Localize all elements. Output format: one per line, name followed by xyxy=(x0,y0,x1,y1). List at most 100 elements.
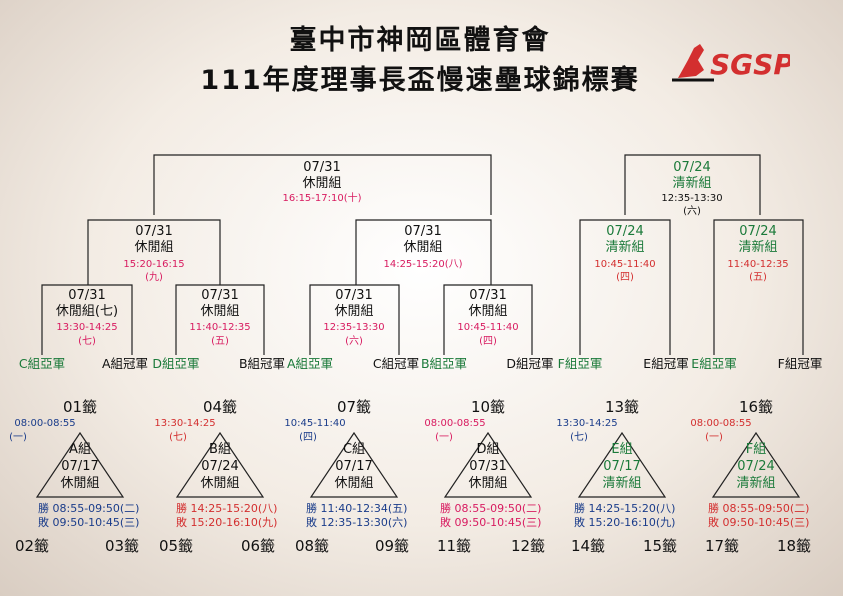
qf4-box xyxy=(443,284,533,355)
group-time: 13:30-14:25 xyxy=(556,418,618,429)
sgsp-logo: SGSP xyxy=(672,44,790,82)
triangle-c xyxy=(309,431,399,498)
final-right-group: 清新組 xyxy=(672,176,712,191)
semi3-group: 清新組 xyxy=(605,240,645,255)
lot-right: 12籤 xyxy=(510,537,546,555)
semi1-day: (九) xyxy=(145,272,163,283)
semi4-group: 清新組 xyxy=(738,240,778,255)
lot-left: 02籤 xyxy=(14,537,50,555)
semi4-box xyxy=(713,219,804,355)
group-division: 休閒組 xyxy=(200,476,240,491)
group-win: 勝 08:55-09:50(二) xyxy=(440,502,542,515)
qf1-date: 07/31 xyxy=(68,288,106,303)
semi4-time: 11:40-12:35 xyxy=(727,259,789,270)
lot-left: 05籤 xyxy=(158,537,194,555)
title-line1: 臺中市神岡區體育會 xyxy=(289,25,551,56)
group-day: (四) xyxy=(299,432,317,443)
final-left-box xyxy=(153,154,492,215)
qf3-date: 07/31 xyxy=(335,288,373,303)
qf2-time: 11:40-12:35 xyxy=(189,322,251,333)
group-division: 清新組 xyxy=(736,476,776,491)
title-line2: 111年度理事長盃慢速壘球錦標賽 xyxy=(200,65,640,96)
group-name: E組 xyxy=(611,442,633,457)
group-date: 07/24 xyxy=(737,459,775,474)
final-left-date: 07/31 xyxy=(303,160,341,175)
seed-label: E組亞軍 xyxy=(691,356,737,371)
semi4-date: 07/24 xyxy=(739,224,777,239)
seed-label: B組亞軍 xyxy=(420,356,468,371)
final-right-time: 12:35-13:30 xyxy=(661,193,723,204)
semi2-group: 休閒組 xyxy=(403,240,443,255)
triangle-a xyxy=(35,431,125,498)
group-date: 07/17 xyxy=(335,459,373,474)
semi2-date: 07/31 xyxy=(404,224,442,239)
qf1-group: 休閒組(七) xyxy=(55,304,119,319)
semi3-date: 07/24 xyxy=(606,224,644,239)
lot-left: 17籤 xyxy=(704,537,740,555)
lot-right: 18籤 xyxy=(776,537,812,555)
lot-top: 07籤 xyxy=(336,398,372,416)
lot-right: 06籤 xyxy=(240,537,276,555)
lot-right: 09籤 xyxy=(374,537,410,555)
qf1-day: (七) xyxy=(78,336,96,347)
semi1-box xyxy=(87,219,221,285)
group-date: 07/24 xyxy=(201,459,239,474)
group-time: 08:00-08:55 xyxy=(14,418,76,429)
lot-right: 15籤 xyxy=(642,537,678,555)
semi3-day: (四) xyxy=(616,272,634,283)
group-name: A組 xyxy=(69,442,91,457)
group-lose: 敗 15:20-16:10(九) xyxy=(574,516,676,529)
group-lose: 敗 09:50-10:45(三) xyxy=(440,516,542,529)
semi4-day: (五) xyxy=(749,272,767,283)
group-time: 08:00-08:55 xyxy=(424,418,486,429)
qf4-group: 休閒組 xyxy=(468,304,508,319)
semi1-date: 07/31 xyxy=(135,224,173,239)
seed-label: D組亞軍 xyxy=(152,356,200,371)
lot-right: 03籤 xyxy=(104,537,140,555)
semi3-box xyxy=(579,219,671,355)
qf3-group: 休閒組 xyxy=(334,304,374,319)
qf4-time: 10:45-11:40 xyxy=(457,322,519,333)
qf2-date: 07/31 xyxy=(201,288,239,303)
semi2-box xyxy=(355,219,492,285)
triangle-e xyxy=(577,431,667,498)
seed-label: E組冠軍 xyxy=(643,356,689,371)
lot-left: 08籤 xyxy=(294,537,330,555)
triangle-d xyxy=(443,431,533,498)
lot-left: 11籤 xyxy=(436,537,472,555)
logo-text: SGSP xyxy=(710,48,790,81)
group-name: C組 xyxy=(342,442,366,457)
lot-left: 14籤 xyxy=(570,537,606,555)
group-lose: 敗 09:50-10:45(三) xyxy=(708,516,810,529)
qf4-day: (四) xyxy=(479,336,497,347)
group-win: 勝 08:55-09:50(二) xyxy=(708,502,810,515)
qf3-box xyxy=(309,284,400,355)
qf2-box xyxy=(175,284,265,355)
group-name: B組 xyxy=(209,442,231,457)
group-day: (一) xyxy=(9,432,27,443)
qf1-time: 13:30-14:25 xyxy=(56,322,118,333)
group-lose: 敗 09:50-10:45(三) xyxy=(38,516,140,529)
group-time: 10:45-11:40 xyxy=(284,418,346,429)
seed-label: B組冠軍 xyxy=(238,356,286,371)
seed-label: C組冠軍 xyxy=(372,356,420,371)
seed-label: F組冠軍 xyxy=(777,356,823,371)
qf1-box xyxy=(41,284,133,355)
group-win: 勝 08:55-09:50(二) xyxy=(38,502,140,515)
seed-label: A組亞軍 xyxy=(286,356,334,371)
lot-top: 13籤 xyxy=(604,398,640,416)
group-date: 07/17 xyxy=(61,459,99,474)
triangle-b xyxy=(175,431,265,498)
qf4-date: 07/31 xyxy=(469,288,507,303)
seed-label: F組亞軍 xyxy=(557,356,603,371)
group-win: 勝 14:25-15:20(八) xyxy=(574,502,676,515)
seed-label: D組冠軍 xyxy=(506,356,554,371)
lot-top: 16籤 xyxy=(738,398,774,416)
group-division: 清新組 xyxy=(602,476,642,491)
seed-label: C組亞軍 xyxy=(18,356,66,371)
group-day: (七) xyxy=(570,432,588,443)
group-day: (一) xyxy=(435,432,453,443)
seed-label: A組冠軍 xyxy=(101,356,149,371)
group-division: 休閒組 xyxy=(468,476,508,491)
